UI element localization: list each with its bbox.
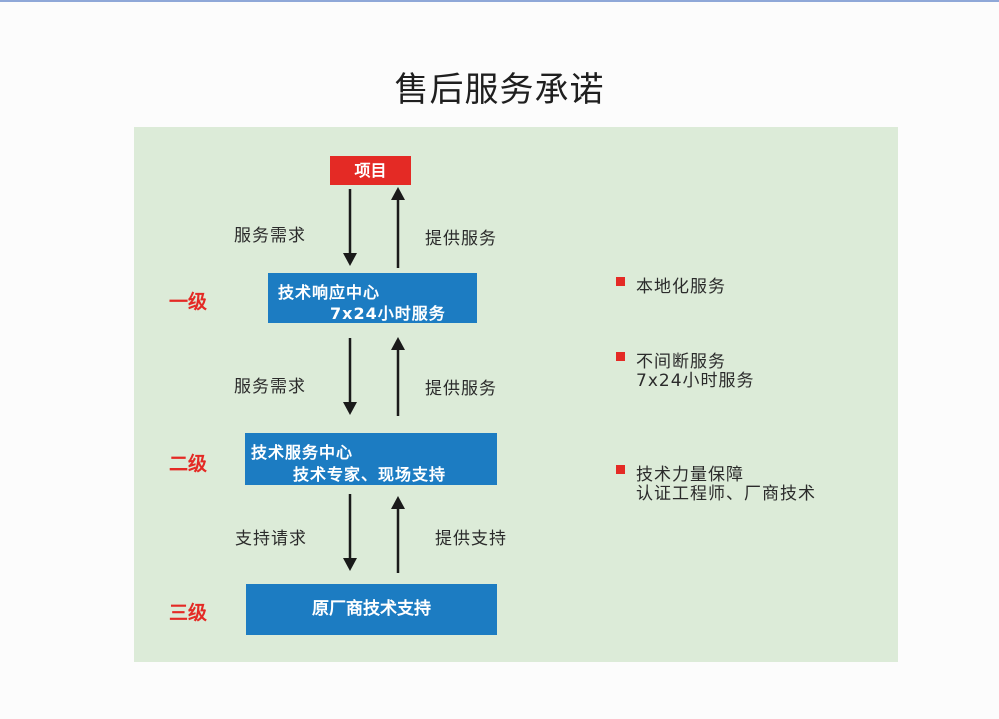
level2-box-line1: 技术服务中心 — [251, 443, 354, 462]
level2-box-line2: 技术专家、现场支持 — [293, 465, 447, 484]
bullet-square-icon — [616, 465, 625, 474]
bullet-square-icon — [616, 277, 625, 286]
level1-box-line1: 技术响应中心 — [278, 283, 381, 302]
up-arrow-1 — [391, 187, 405, 268]
arrow-label-up-1: 提供服务 — [425, 229, 497, 249]
arrow-label-down-3: 支持请求 — [235, 529, 307, 549]
bullet-square-icon — [616, 352, 625, 361]
down-arrow-3 — [343, 494, 357, 571]
arrow-label-up-3: 提供支持 — [435, 529, 507, 549]
arrow-label-down-1: 服务需求 — [234, 226, 306, 246]
level1-box: 技术响应中心 7x24小时服务 — [268, 273, 477, 323]
diagram-panel — [134, 127, 898, 662]
level3-label: 三级 — [169, 602, 208, 624]
bullet-subtext: 7x24小时服务 — [636, 371, 755, 391]
top-divider — [0, 0, 999, 2]
level2-label: 二级 — [169, 453, 208, 475]
bullet-text: 不间断服务 — [636, 352, 726, 372]
bullet-text: 技术力量保障 — [636, 465, 744, 485]
level3-box: 原厂商技术支持 — [246, 584, 497, 635]
page-title: 售后服务承诺 — [394, 70, 605, 110]
up-arrow-3 — [391, 496, 405, 573]
arrow-label-up-2: 提供服务 — [425, 379, 497, 399]
level1-box-line2: 7x24小时服务 — [330, 304, 446, 323]
level1-label: 一级 — [169, 291, 208, 313]
bullet-text: 本地化服务 — [636, 277, 726, 297]
down-arrow-2 — [343, 338, 357, 415]
up-arrow-2 — [391, 337, 405, 416]
arrow-label-down-2: 服务需求 — [234, 377, 306, 397]
level2-box: 技术服务中心 技术专家、现场支持 — [245, 433, 497, 485]
project-box: 项目 — [330, 156, 411, 185]
bullet-subtext: 认证工程师、厂商技术 — [636, 484, 816, 504]
down-arrow-1 — [343, 189, 357, 266]
